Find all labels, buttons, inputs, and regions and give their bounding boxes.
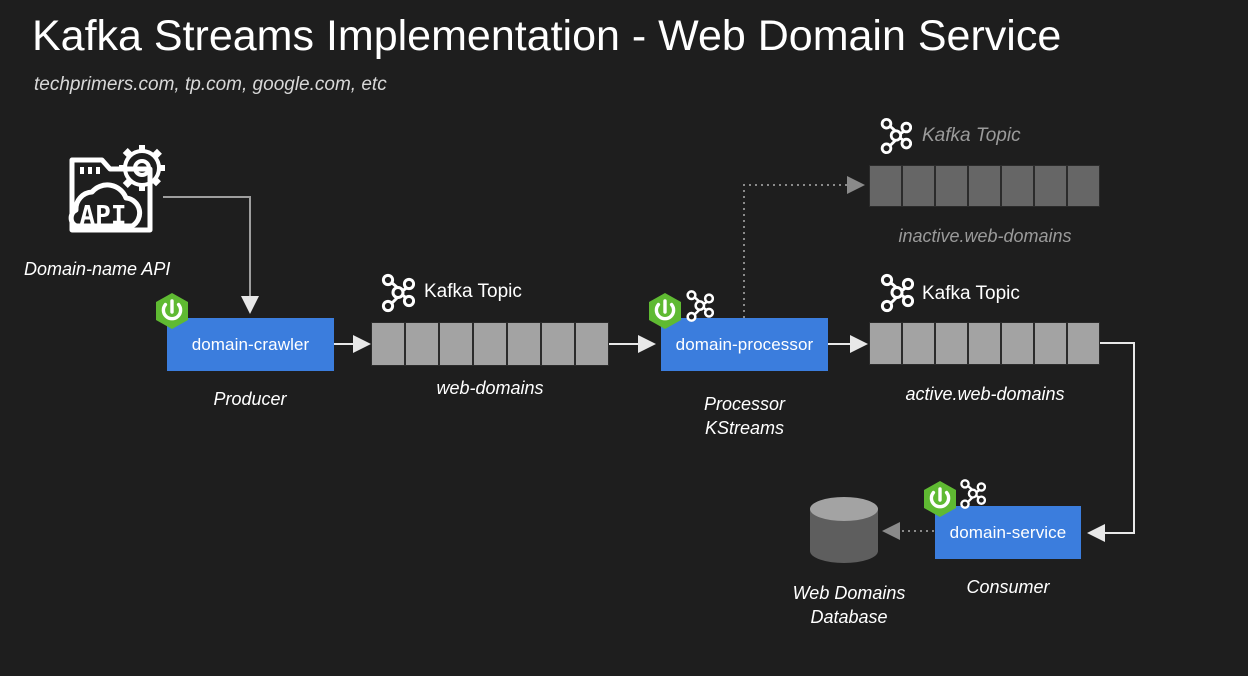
- partition-cell[interactable]: [507, 322, 541, 366]
- service-box-label: domain-processor: [675, 334, 814, 354]
- page-subtitle: techprimers.com, tp.com, google.com, etc: [34, 74, 387, 95]
- api-icon-text: API: [80, 201, 127, 231]
- partition-cell[interactable]: [902, 165, 935, 207]
- partition-cell[interactable]: [902, 322, 935, 365]
- connector-processor-to-inactive-topic: [743, 176, 865, 318]
- partition-cell[interactable]: [935, 322, 968, 365]
- partition-cell[interactable]: [968, 165, 1001, 207]
- partition-cell[interactable]: [935, 165, 968, 207]
- service-box-domain-crawler[interactable]: domain-crawler: [167, 318, 334, 371]
- kafka-icon: [960, 479, 986, 509]
- topic-partitions-active-web-domains[interactable]: [869, 322, 1100, 365]
- partition-cell[interactable]: [869, 322, 902, 365]
- connector-api-to-crawler: [163, 196, 259, 314]
- api-node[interactable]: API: [50, 142, 170, 257]
- service-caption: Consumer: [966, 577, 1050, 597]
- connector-active-topic-to-service: [1087, 342, 1135, 542]
- partition-cell[interactable]: [1067, 322, 1100, 365]
- partition-cell[interactable]: [1034, 322, 1067, 365]
- kafka-topic-label-web-domains: Kafka Topic: [424, 281, 522, 302]
- partition-cell[interactable]: [1034, 165, 1067, 207]
- partition-cell[interactable]: [1001, 165, 1034, 207]
- api-caption: Domain-name API: [24, 259, 171, 279]
- service-box-label: domain-crawler: [191, 334, 310, 354]
- topic-partitions-web-domains[interactable]: [371, 322, 609, 366]
- spring-boot-icon: [156, 293, 188, 329]
- partition-cell[interactable]: [1001, 322, 1034, 365]
- crawler-caption: Producer: [213, 389, 287, 409]
- api-cloud-window-gear-icon: API: [68, 145, 165, 233]
- processor-caption-line1: Processor: [703, 394, 786, 414]
- processor-caption-line2: KStreams: [704, 418, 785, 438]
- service-box-domain-service[interactable]: domain-service: [935, 506, 1081, 559]
- database-caption-line1: Web Domains: [792, 583, 906, 603]
- partition-cell[interactable]: [541, 322, 575, 366]
- partition-cell[interactable]: [968, 322, 1001, 365]
- partition-cell[interactable]: [439, 322, 473, 366]
- spring-boot-icon: [924, 481, 956, 517]
- topic-partitions-inactive-web-domains[interactable]: [869, 165, 1100, 207]
- database-caption-line2: Database: [810, 607, 888, 627]
- partition-cell[interactable]: [405, 322, 439, 366]
- spring-boot-icon: [649, 293, 681, 329]
- topic-name-active-web-domains: active.web-domains: [905, 384, 1065, 404]
- partition-cell[interactable]: [371, 322, 405, 366]
- kafka-icon: [880, 273, 914, 313]
- service-box-domain-processor[interactable]: domain-processor: [661, 318, 828, 371]
- kafka-topic-label-inactive-web-domains: Kafka Topic: [922, 125, 1021, 146]
- partition-cell[interactable]: [1067, 165, 1100, 207]
- topic-name-inactive-web-domains: inactive.web-domains: [898, 226, 1072, 246]
- page-title: Kafka Streams Implementation - Web Domai…: [32, 12, 1062, 60]
- kafka-icon: [880, 117, 912, 155]
- partition-cell[interactable]: [473, 322, 507, 366]
- kafka-topic-label-active-web-domains: Kafka Topic: [922, 283, 1020, 304]
- service-box-label: domain-service: [949, 522, 1067, 542]
- kafka-icon: [381, 273, 415, 313]
- topic-name-web-domains: web-domains: [436, 378, 544, 398]
- partition-cell[interactable]: [575, 322, 609, 366]
- kafka-icon: [686, 290, 714, 322]
- partition-cell[interactable]: [869, 165, 902, 207]
- database-cylinder-icon[interactable]: [808, 497, 880, 563]
